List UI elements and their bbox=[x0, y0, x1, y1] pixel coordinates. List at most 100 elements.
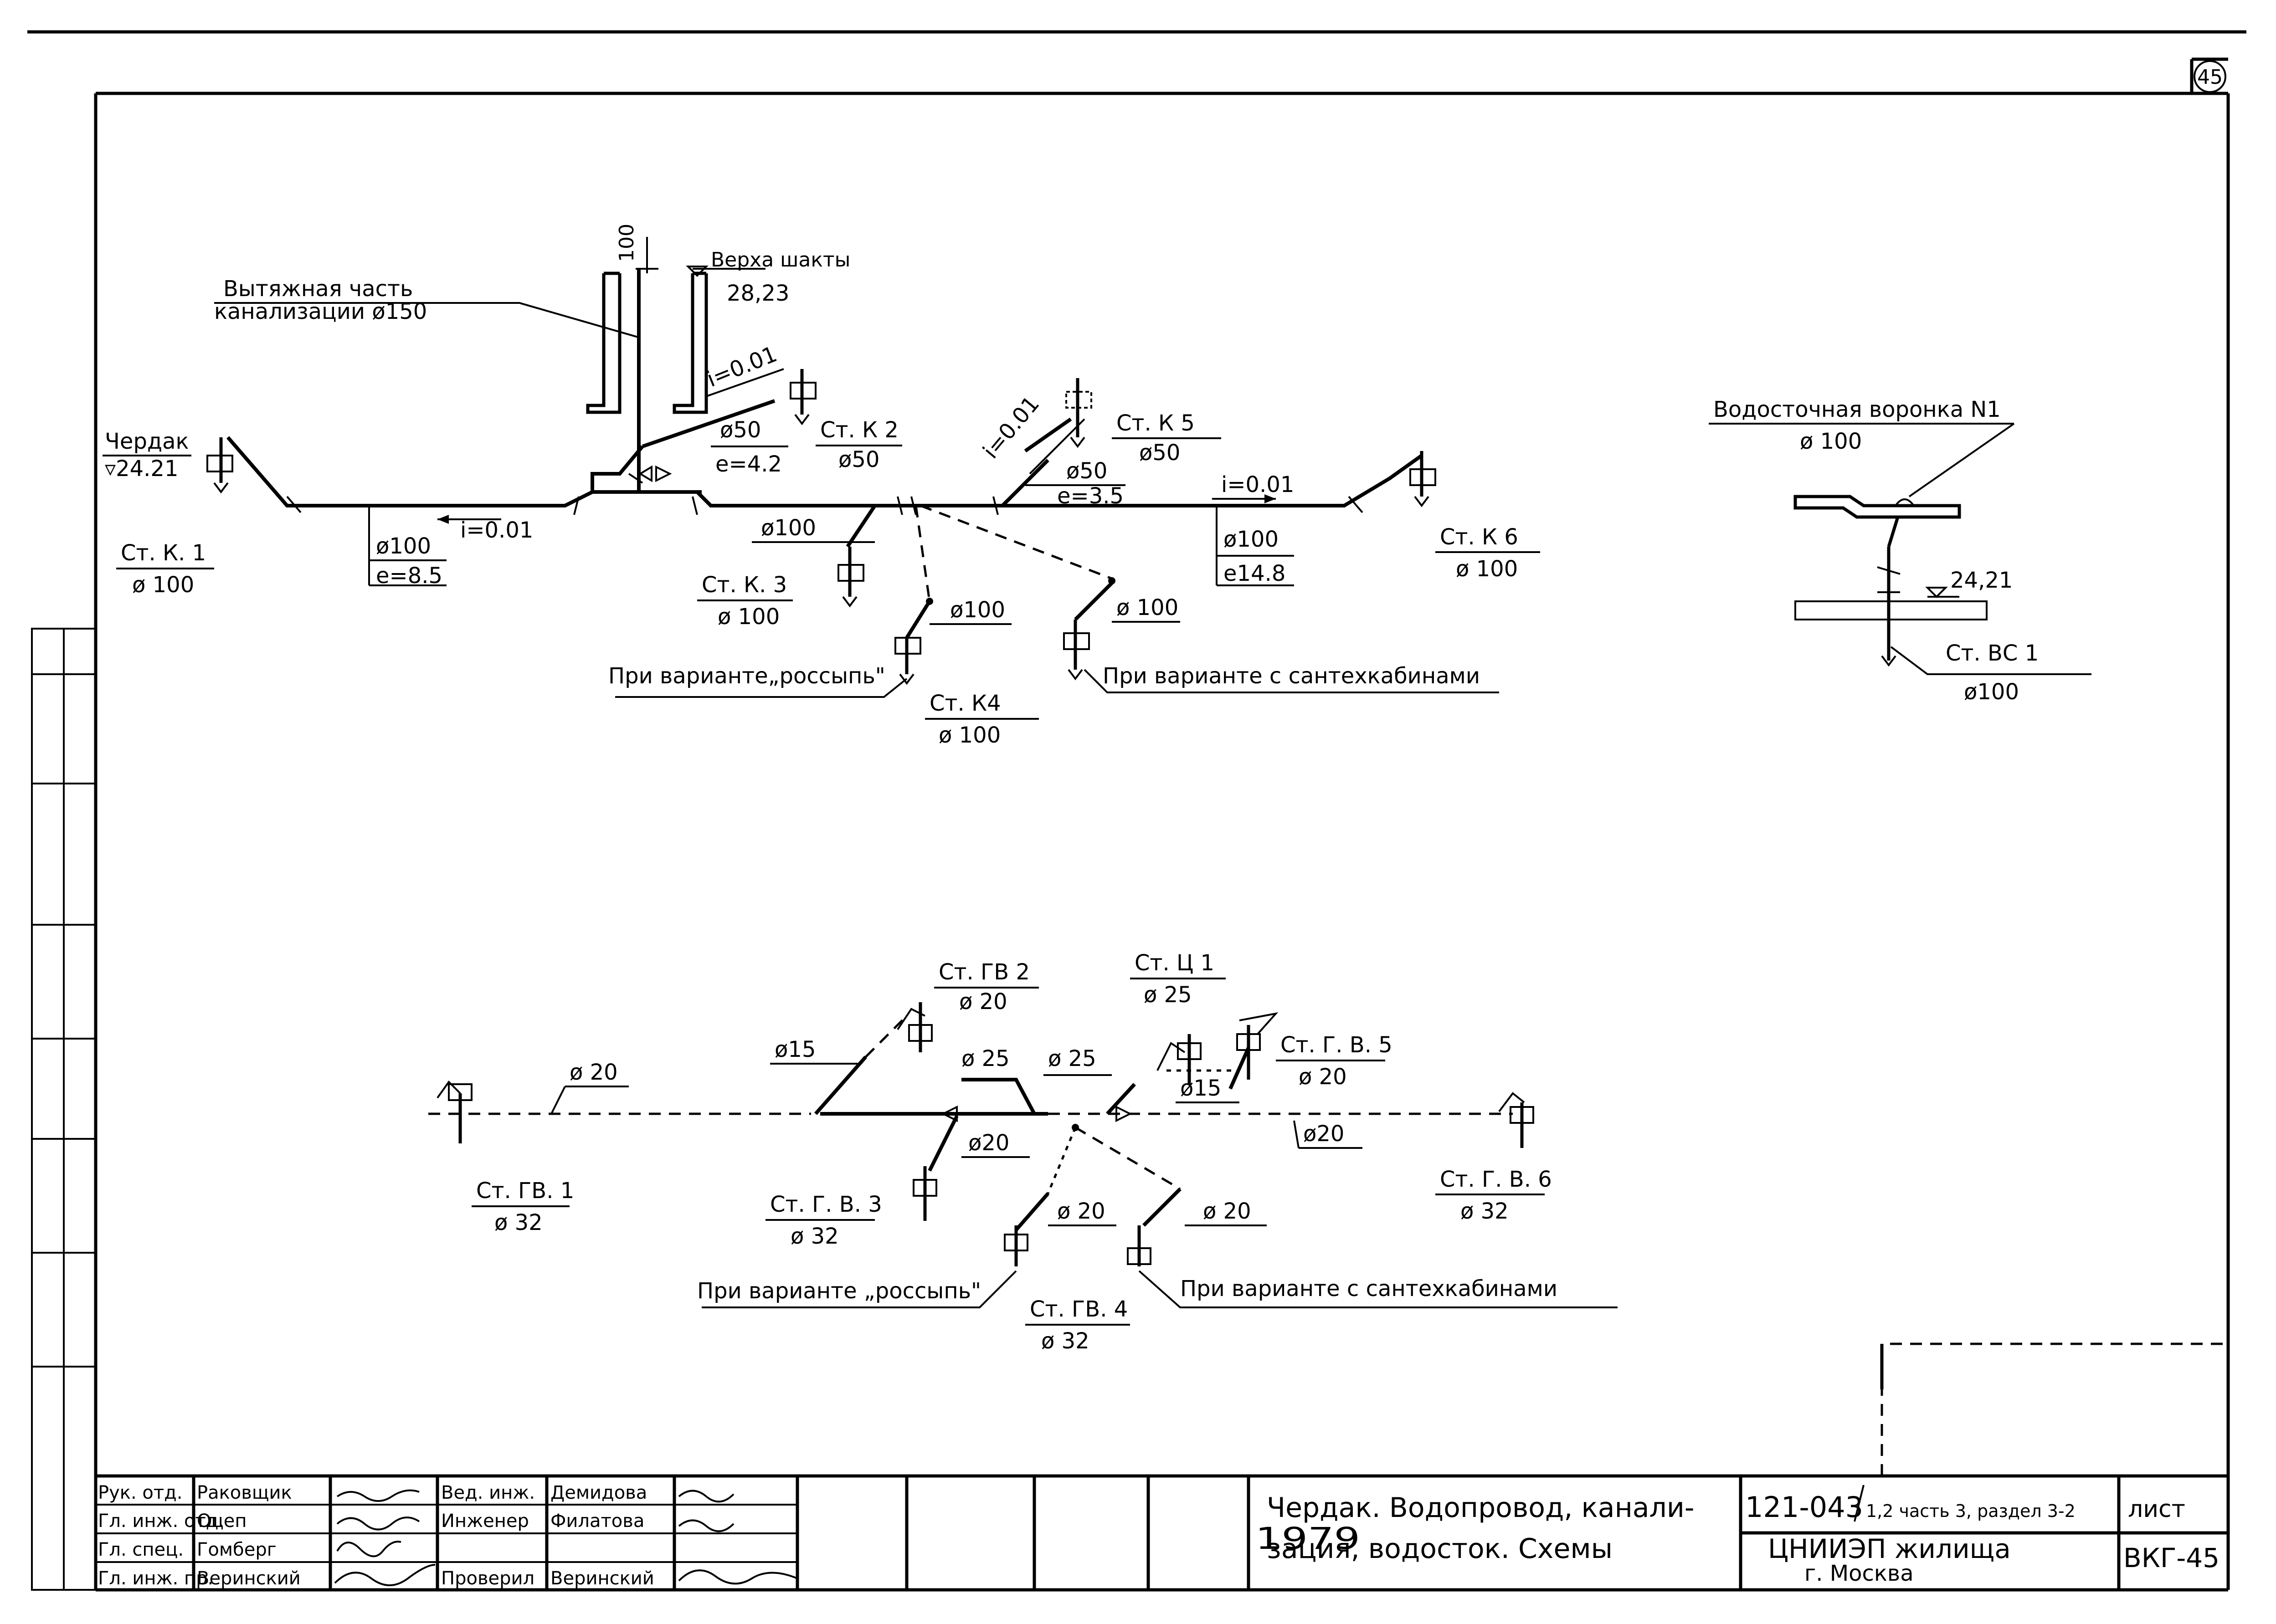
water-riser-gv3 bbox=[913, 1115, 959, 1221]
dim-100-label: 100 bbox=[615, 224, 638, 262]
tb-org-line1: ЦНИИЭП жилища bbox=[1768, 1533, 2011, 1564]
tb-row1-role2: Инженер bbox=[441, 1511, 529, 1532]
water-variant-rossyp: При варианте „россыпь" bbox=[697, 1278, 981, 1304]
st-gv6-name: Ст. Г. В. 6 bbox=[1440, 1167, 1552, 1192]
sewer-main-pipe bbox=[226, 399, 1423, 548]
slope-main-label: i=0.01 bbox=[460, 517, 533, 543]
shaft-top-value: 28,23 bbox=[727, 281, 789, 306]
seg-d100-e148-e: e14.8 bbox=[1223, 561, 1285, 586]
variant-rossyp-label: При варианте„россыпь" bbox=[608, 663, 885, 689]
st-vs1-name: Ст. ВС 1 bbox=[1946, 640, 2039, 666]
riser-k4-alt-symbol bbox=[1063, 582, 1113, 681]
d25-a: ø 25 bbox=[961, 1046, 1010, 1071]
water-riser-gv4 bbox=[1004, 1192, 1050, 1266]
riser-k4-symbol bbox=[894, 600, 931, 685]
st-k5-d: ø50 bbox=[1139, 440, 1180, 466]
seg-d100-e85-d: ø100 bbox=[376, 533, 431, 559]
water-riser-gv5 bbox=[1228, 1012, 1279, 1090]
vent-shaft bbox=[586, 237, 766, 492]
st-k6-name: Ст. К 6 bbox=[1440, 524, 1518, 550]
st-k1-d: ø 100 bbox=[132, 572, 194, 598]
water-scheme: Ст. ГВ 2 ø 20 Ст. Ц 1 ø 25 ø 20 ø15 ø 25… bbox=[428, 950, 1618, 1354]
slope-right-label: i=0.01 bbox=[1221, 472, 1294, 497]
branch-d100-b: ø 100 bbox=[1116, 595, 1178, 620]
tb-sheet-code: ВКГ-45 bbox=[2123, 1542, 2219, 1573]
attic-level: ▿24.21 bbox=[105, 456, 179, 482]
st-vs1-d: ø100 bbox=[1964, 679, 2019, 705]
st-k3-d: ø 100 bbox=[718, 604, 780, 630]
st-gv5-name: Ст. Г. В. 5 bbox=[1280, 1032, 1392, 1058]
water-riser-gv2 bbox=[897, 1002, 933, 1052]
st-gv3-name: Ст. Г. В. 3 bbox=[770, 1192, 882, 1217]
st-c1-d: ø 25 bbox=[1144, 982, 1192, 1008]
st-k2-name: Ст. К 2 bbox=[820, 417, 899, 443]
signature-scribbles bbox=[334, 1489, 798, 1586]
tb-row3-role2: Проверил bbox=[441, 1568, 534, 1589]
seg-d100-e148-d: ø100 bbox=[1223, 527, 1279, 552]
tb-row1-name2: Филатова bbox=[550, 1511, 644, 1532]
d20-mid-right: ø20 bbox=[1303, 1121, 1344, 1147]
st-gv2-d: ø 20 bbox=[959, 989, 1007, 1014]
riser-k5-symbol bbox=[1065, 378, 1092, 448]
d20-branch-a: ø 20 bbox=[1057, 1199, 1105, 1224]
slope-k5-label: i=0.01 bbox=[978, 391, 1044, 464]
seg-d50-e42-e: e=4.2 bbox=[715, 451, 782, 477]
tb-code: 121-043 bbox=[1745, 1491, 1863, 1524]
seg-d100-label: ø100 bbox=[761, 515, 816, 541]
tb-year: 1979 bbox=[1255, 1521, 1360, 1556]
funnel-label: Водосточная воронка N1 bbox=[1713, 397, 2001, 422]
water-variant-cabins: При варианте с сантехкабинами bbox=[1180, 1276, 1557, 1301]
water-riser-c1 bbox=[1156, 1034, 1202, 1084]
tb-row3-name: Веринский bbox=[197, 1568, 301, 1589]
d20-left: ø 20 bbox=[570, 1060, 618, 1085]
attic-label: Чердак bbox=[105, 429, 189, 454]
tb-row3-role: Гл. инж. пр. bbox=[98, 1568, 213, 1589]
riser-k1-symbol bbox=[206, 437, 233, 494]
d15-left: ø15 bbox=[775, 1037, 816, 1062]
sheet-number: 45 bbox=[2194, 60, 2226, 93]
tb-sheet-label: лист bbox=[2128, 1496, 2185, 1523]
variant-cabins-label: При варианте с сантехкабинами bbox=[1103, 663, 1480, 689]
sheet-frame bbox=[27, 30, 2246, 1592]
riser-k3-symbol bbox=[837, 547, 864, 608]
st-gv4-d: ø 32 bbox=[1041, 1328, 1089, 1354]
riser-k6-symbol bbox=[1409, 451, 1436, 507]
d20-gv3: ø20 bbox=[968, 1130, 1009, 1156]
tb-row0-role: Рук. отд. bbox=[98, 1482, 183, 1503]
tb-title-line1: Чердак. Водопровод, канали- bbox=[1267, 1492, 1695, 1524]
d25-b: ø 25 bbox=[1048, 1046, 1096, 1071]
title-block: Рук. отд. Раковщик Вед. инж. Демидова Гл… bbox=[96, 1342, 2228, 1590]
d20-branch-b: ø 20 bbox=[1203, 1199, 1251, 1224]
st-k4-name: Ст. К4 bbox=[930, 691, 1001, 716]
water-riser-gv4-alt bbox=[1127, 1188, 1182, 1266]
st-k3-name: Ст. К. 3 bbox=[702, 572, 787, 598]
water-riser-gv6 bbox=[1498, 1092, 1534, 1148]
sheet-number-text: 45 bbox=[2197, 66, 2223, 89]
tb-row0-role2: Вед. инж. bbox=[441, 1482, 535, 1503]
funnel-d: ø 100 bbox=[1800, 429, 1862, 454]
tb-row2-name: Гомберг bbox=[197, 1539, 277, 1560]
tb-row2-role: Гл. спец. bbox=[98, 1539, 184, 1560]
st-k5-name: Ст. К 5 bbox=[1116, 410, 1195, 436]
st-k6-d: ø 100 bbox=[1456, 556, 1518, 582]
tb-row0-name: Раковщик bbox=[197, 1482, 292, 1503]
seg-d100-e85-e: e=8.5 bbox=[376, 563, 442, 589]
tb-code-suffix: 1,2 часть 3, раздел 3-2 bbox=[1866, 1501, 2076, 1521]
water-riser-gv1 bbox=[437, 1080, 473, 1143]
vent-part-line1: Вытяжная часть bbox=[223, 276, 413, 302]
water-main-pipe bbox=[428, 1015, 1513, 1122]
st-c1-name: Ст. Ц 1 bbox=[1135, 950, 1214, 976]
tb-row1-name: Оцеп bbox=[197, 1511, 247, 1532]
st-gv1-name: Ст. ГВ. 1 bbox=[476, 1178, 574, 1204]
st-k2-d: ø50 bbox=[838, 447, 879, 472]
sewer-scheme: 100 Верха шакты 28,23 Вытяжная часть кан… bbox=[103, 224, 1540, 748]
tb-row0-name2: Демидова bbox=[550, 1482, 647, 1503]
st-gv2-name: Ст. ГВ 2 bbox=[939, 959, 1030, 985]
st-gv5-d: ø 20 bbox=[1299, 1064, 1347, 1090]
tb-row3-name2: Веринский bbox=[550, 1568, 654, 1589]
seg-d50-e35-e: e=3.5 bbox=[1057, 483, 1124, 509]
st-gv4-name: Ст. ГВ. 4 bbox=[1030, 1296, 1128, 1322]
seg-d50-e42-d: ø50 bbox=[720, 417, 761, 443]
tb-title-line2: зация, водосток. Схемы bbox=[1267, 1533, 1613, 1565]
st-gv1-d: ø 32 bbox=[494, 1210, 543, 1235]
